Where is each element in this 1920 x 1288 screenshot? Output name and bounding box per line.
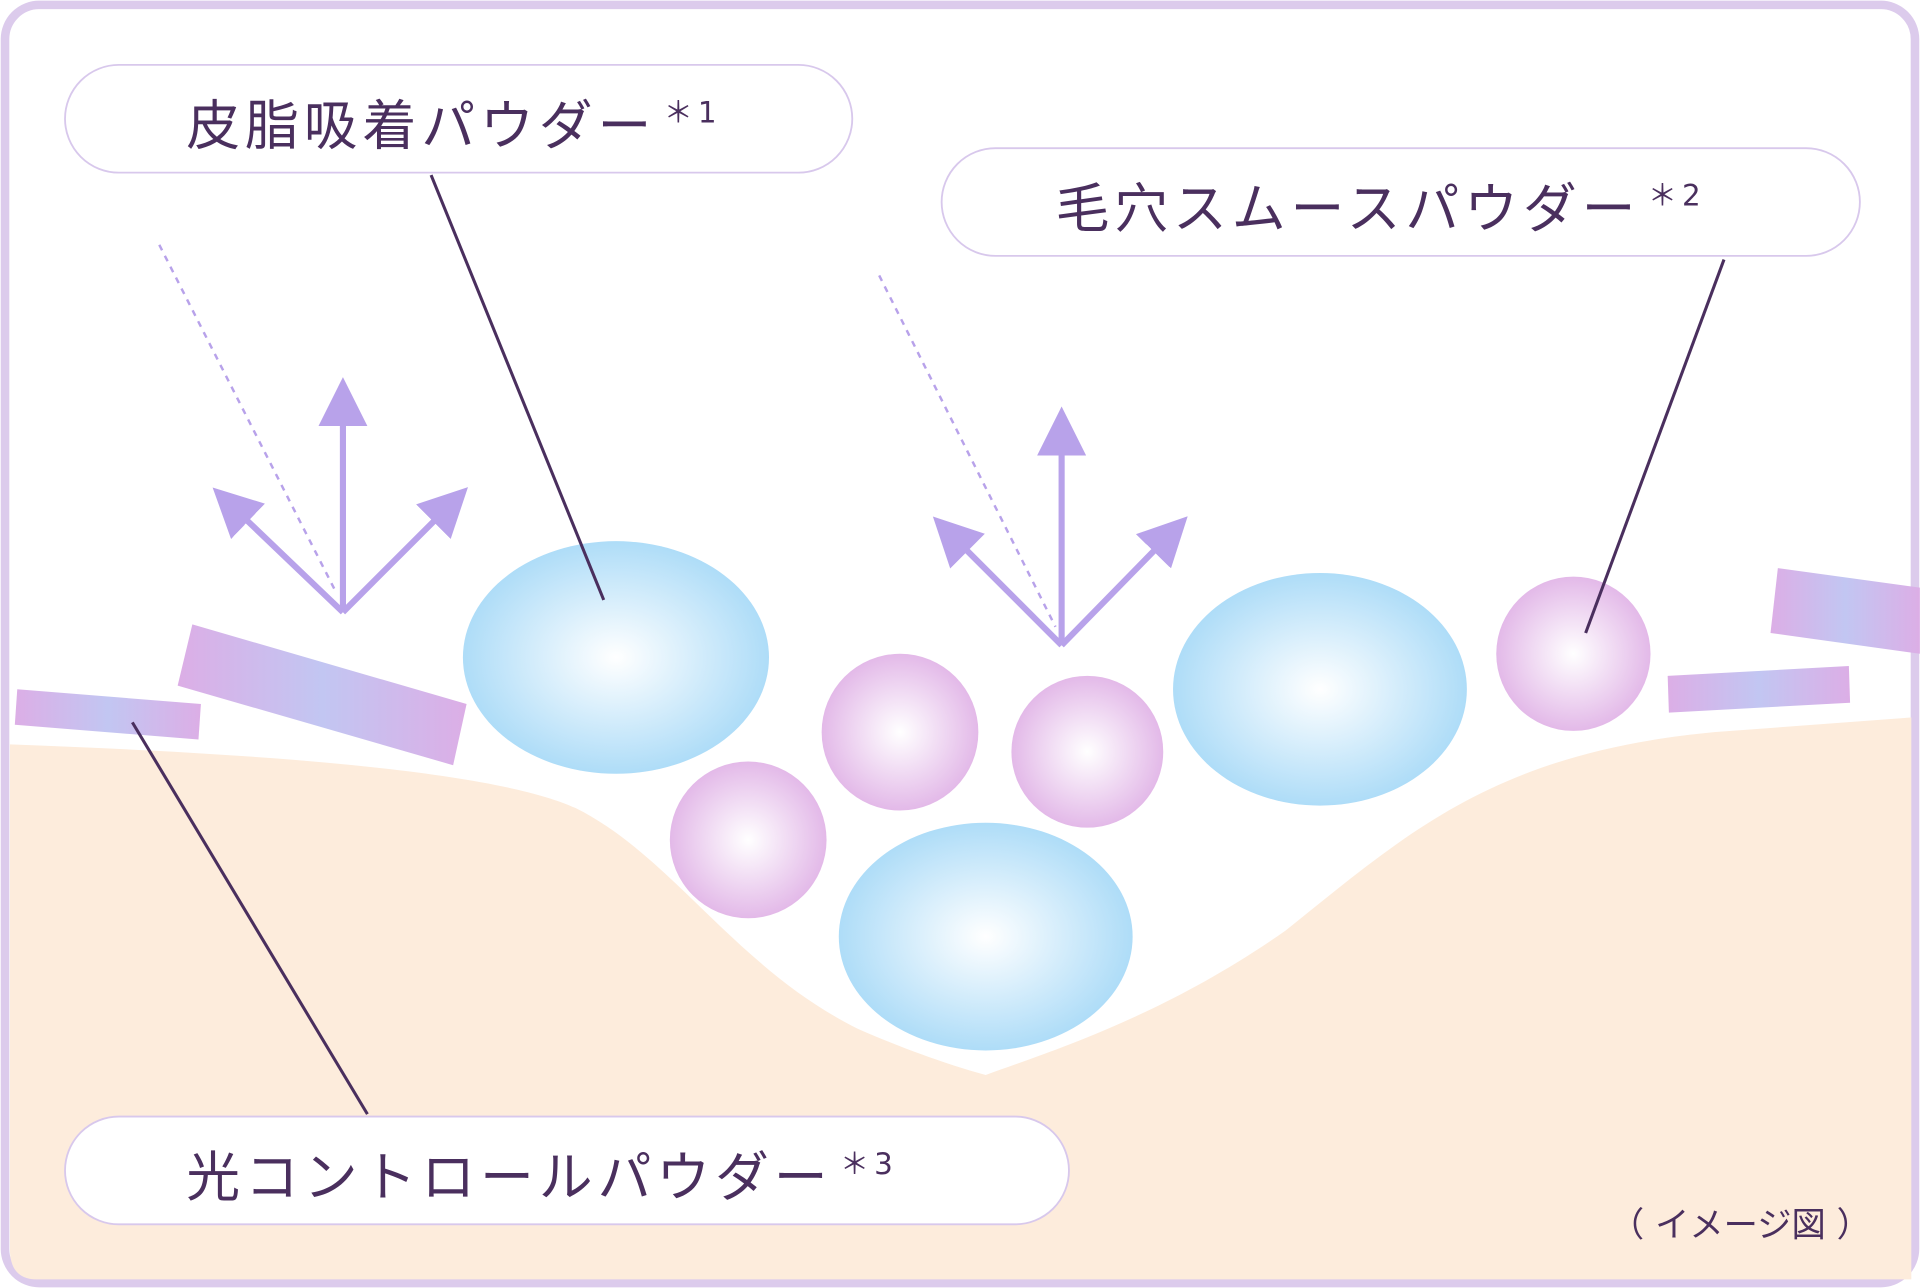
arrow-right (1059, 516, 1188, 648)
flake (177, 624, 467, 766)
leader-lines (131, 174, 1726, 1115)
svg-text:光コントロールパウダー＊3: 光コントロールパウダー＊3 (186, 1146, 898, 1209)
incident-light-dashed (878, 274, 1057, 628)
caption: （ イメージ図 ） (1610, 1206, 1871, 1246)
blue-particle (838, 822, 1133, 1051)
light-arrows (158, 244, 1188, 648)
flake-particles (14, 568, 1920, 766)
flake (1770, 568, 1920, 654)
arrow-left (212, 487, 346, 615)
purple-particle (1011, 675, 1164, 828)
arrow-right (340, 487, 468, 615)
blue-particle (1173, 572, 1467, 806)
sebum-powder-particles (462, 541, 1467, 1051)
purple-particle (1496, 576, 1651, 731)
svg-text:皮脂吸着パウダー＊1: 皮脂吸着パウダー＊1 (186, 94, 721, 157)
purple-particle (669, 761, 827, 919)
svg-text:毛穴スムースパウダー＊2: 毛穴スムースパウダー＊2 (1055, 178, 1705, 241)
blue-particle (462, 541, 770, 774)
incident-light-dashed (158, 244, 338, 595)
purple-particle (821, 653, 979, 811)
label-light: 光コントロールパウダー＊3 (64, 1115, 1070, 1226)
label-pore: 毛穴スムースパウダー＊2 (940, 147, 1861, 257)
flake (14, 689, 201, 740)
flake (1667, 666, 1851, 713)
label-sebum: 皮脂吸着パウダー＊1 (64, 63, 854, 174)
arrow-left (932, 516, 1064, 648)
pore-smooth-powder-particles (669, 576, 1651, 919)
